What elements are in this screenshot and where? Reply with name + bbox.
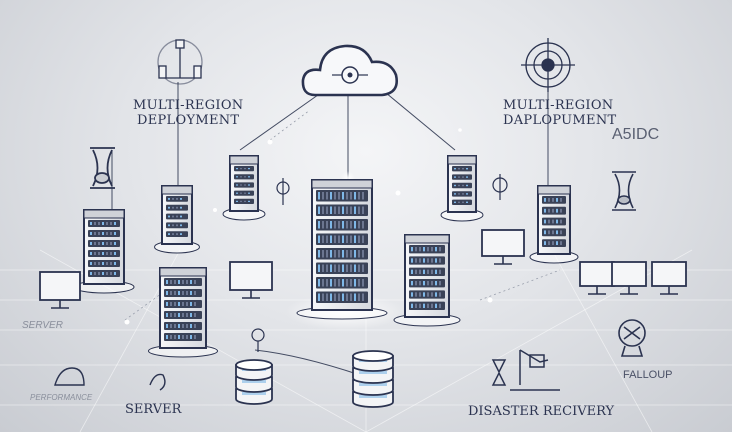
server-rack-icon <box>73 209 135 294</box>
server-rack-icon <box>393 234 461 327</box>
failover-label: FALLOUP <box>623 369 673 381</box>
faint-bottom-left-label: PERFORMANCE <box>30 393 93 402</box>
right-region-line1: MULTI-REGION <box>503 98 614 113</box>
helmet-icon <box>54 367 166 391</box>
cloud-icon <box>301 44 398 97</box>
monitor-icon <box>39 271 81 309</box>
server-rack-icon <box>154 185 200 254</box>
monitor-icon <box>481 229 525 265</box>
network-node-icon <box>157 39 203 85</box>
monitor-icon <box>651 261 687 295</box>
server-faint-label: SERVER <box>22 320 63 331</box>
left-region-line1: MULTI-REGION <box>133 98 244 113</box>
database-icon <box>352 350 394 408</box>
server-rack-icon <box>529 185 579 264</box>
right-region-line2: DAPLOPUMENT <box>503 113 617 128</box>
server-rack-icon <box>148 267 218 358</box>
crosshair-icon <box>251 174 508 352</box>
server-rack-icon <box>222 155 266 221</box>
left-region-title: MULTI-REGION DEPLOYMENT <box>133 98 243 128</box>
monitor-icon <box>611 261 647 295</box>
disaster-icon <box>491 349 560 391</box>
monitor-icon <box>229 261 273 299</box>
server-bottom-label: SERVER <box>125 402 182 417</box>
monitor-icon <box>579 261 615 295</box>
connection-lines <box>111 82 549 376</box>
hourglass-icon <box>612 171 636 211</box>
right-region-title: MULTI-REGION DAPLOPUMENT <box>503 98 616 128</box>
left-region-line2: DEPLOYMENT <box>137 113 240 128</box>
corner-code: A5IDC <box>612 126 660 143</box>
glow-dots <box>124 128 493 325</box>
shield-icon <box>618 319 646 357</box>
server-rack-icon <box>440 155 484 222</box>
target-icon <box>521 38 575 92</box>
hourglass-icon <box>90 147 115 189</box>
server-rack-icon <box>296 179 388 320</box>
disaster-recovery-label: DISASTER RECIVERY <box>468 404 615 419</box>
database-icon <box>235 359 273 405</box>
